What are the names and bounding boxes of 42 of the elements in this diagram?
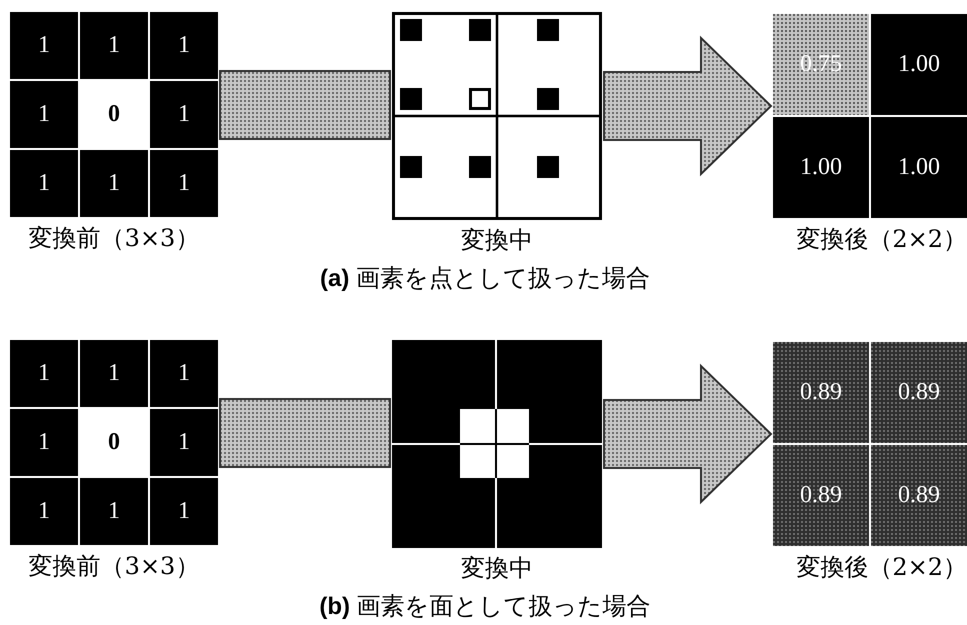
pixel-cell: 0.89 bbox=[871, 342, 967, 443]
pixel-cell: 0.89 bbox=[773, 342, 869, 443]
panel-caption: (b) 画素を面として扱った場合 bbox=[318, 592, 652, 622]
node-label: 変換後（2×2） bbox=[796, 552, 967, 583]
pixel-grid bbox=[10, 12, 218, 218]
pixel-cell: 0.89 bbox=[871, 445, 967, 546]
pixel-cell: 1.00 bbox=[871, 117, 967, 218]
pixel-cell: 1 bbox=[80, 340, 148, 407]
pixel-cell: 1 bbox=[10, 12, 78, 79]
band-connector bbox=[219, 70, 391, 140]
pixel-cell: 1 bbox=[10, 150, 78, 217]
pixel-cell: 1 bbox=[150, 150, 218, 217]
pixel-grid bbox=[773, 14, 967, 219]
pixel-grid bbox=[10, 340, 218, 546]
pixel-cell: 1 bbox=[10, 81, 78, 148]
pixel-cell: 1 bbox=[150, 12, 218, 79]
pixel-cell: 1 bbox=[150, 340, 218, 407]
node-label: 変換前（3×3） bbox=[28, 223, 200, 254]
node-label: 変換前（3×3） bbox=[28, 551, 200, 582]
pixel-cell: 1 bbox=[150, 478, 218, 545]
pixel-grid bbox=[773, 342, 967, 547]
pixel-cell: 1 bbox=[10, 409, 78, 476]
node-label: 変換中 bbox=[460, 553, 534, 584]
pixel-cell: 1.00 bbox=[871, 14, 967, 115]
pixel-cell: 1.00 bbox=[773, 117, 869, 218]
block-arrow bbox=[603, 36, 772, 176]
pixel-cell: 1 bbox=[80, 12, 148, 79]
pixel-cell: 1 bbox=[80, 478, 148, 545]
pixel-drawing bbox=[392, 12, 602, 220]
pixel-cell: 0.89 bbox=[773, 445, 869, 546]
pixel-cell: 1 bbox=[10, 340, 78, 407]
band-connector bbox=[219, 398, 391, 468]
node-label: 変換後（2×2） bbox=[796, 224, 967, 255]
panel-caption: (a) 画素を点として扱った場合 bbox=[318, 264, 651, 294]
pixel-cell: 1 bbox=[150, 409, 218, 476]
pixel-cell: 1 bbox=[10, 478, 78, 545]
block-arrow bbox=[603, 364, 772, 504]
pixel-drawing bbox=[392, 340, 602, 548]
pixel-cell: 0.75 bbox=[773, 14, 869, 115]
pixel-cell: 1 bbox=[150, 81, 218, 148]
pixel-cell: 1 bbox=[80, 150, 148, 217]
node-label: 変換中 bbox=[460, 225, 534, 256]
